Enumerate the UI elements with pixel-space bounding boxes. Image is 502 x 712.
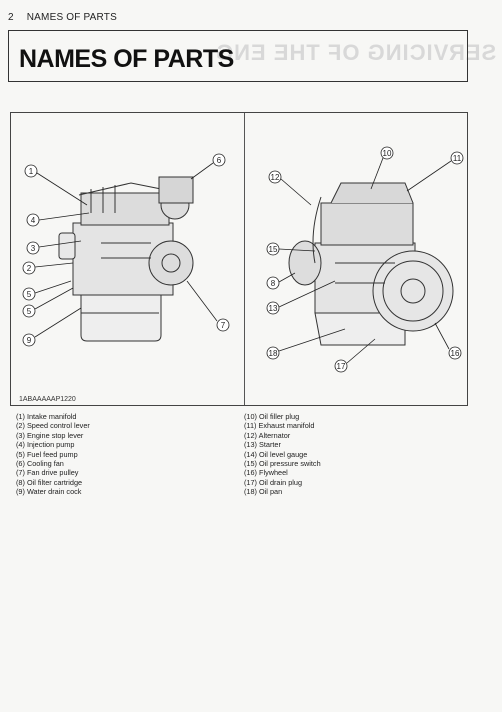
callout-7: 7: [221, 321, 226, 330]
figure-code: 1ABAAAAAP1220: [19, 396, 76, 403]
part-item: (11) Exhaust manifold: [244, 421, 315, 431]
callout-11: 11: [453, 154, 462, 163]
part-item: (5) Fuel feed pump: [16, 449, 78, 459]
callout-6: 6: [217, 156, 222, 165]
callout-18: 18: [269, 349, 278, 358]
parts-list-left: (1) Intake manifold (2) Speed control le…: [16, 412, 90, 497]
part-item: (3) Engine stop lever: [16, 430, 84, 440]
engine-rear-illustration: 10 11 12 15 8 13 16 17 18: [266, 146, 464, 373]
page-title: NAMES OF PARTS: [19, 45, 234, 73]
page-header: 2 NAMES OF PARTS: [8, 12, 117, 23]
part-item: (9) Water drain cock: [16, 487, 82, 497]
part-item: (14) Oil level gauge: [244, 449, 308, 459]
callout-17: 17: [337, 362, 346, 371]
callout-2: 2: [27, 264, 32, 273]
callout-5: 5: [27, 290, 32, 299]
part-item: (17) Oil drain plug: [244, 477, 302, 487]
callout-10: 10: [383, 149, 392, 158]
part-item: (16) Flywheel: [244, 468, 288, 478]
callout-13: 13: [269, 304, 278, 313]
parts-list-right: (10) Oil filler plug (11) Exhaust manifo…: [244, 412, 321, 497]
callout-5b: 5: [27, 307, 32, 316]
running-title: NAMES OF PARTS: [26, 12, 117, 23]
callout-15: 15: [269, 245, 278, 254]
part-item: (6) Cooling fan: [16, 459, 64, 469]
part-item: (10) Oil filler plug: [244, 412, 300, 421]
callout-8: 8: [271, 279, 276, 288]
figure-frame: 1 4 3 2 5 5 9 6 7: [10, 112, 468, 406]
callout-9: 9: [27, 336, 32, 345]
engine-front-illustration: 1 4 3 2 5 5 9 6 7: [22, 153, 230, 347]
title-box: NAMES OF PARTS: [8, 30, 468, 82]
part-item: (2) Speed control lever: [16, 421, 90, 431]
callout-12: 12: [271, 173, 280, 182]
part-item: (15) Oil pressure switch: [244, 459, 321, 469]
callout-3: 3: [31, 244, 36, 253]
figure-divider: [244, 113, 245, 405]
part-item: (13) Starter: [244, 440, 281, 450]
part-item: (8) Oil filter cartridge: [16, 477, 83, 487]
part-item: (12) Alternator: [244, 430, 291, 440]
callout-16: 16: [451, 349, 460, 358]
part-item: (7) Fan drive pulley: [16, 468, 79, 478]
callout-1: 1: [29, 167, 34, 176]
part-item: (18) Oil pan: [244, 487, 283, 497]
callout-4: 4: [31, 216, 36, 225]
page-number: 2: [8, 12, 14, 23]
part-item: (1) Intake manifold: [16, 412, 77, 421]
part-item: (4) Injection pump: [16, 440, 75, 450]
